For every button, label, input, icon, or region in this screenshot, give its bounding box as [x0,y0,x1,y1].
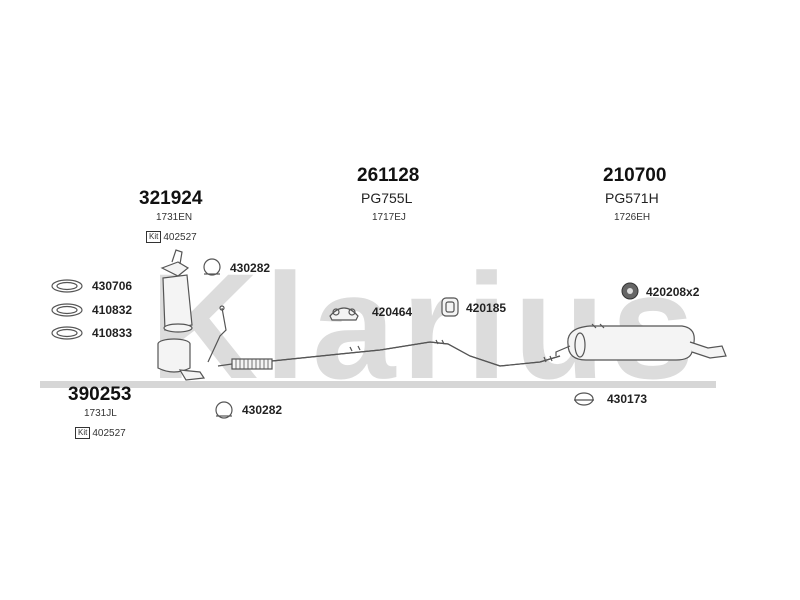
sub-code-1717ej: 1717EJ [372,212,406,223]
part-code-430282-bottom: 430282 [242,403,283,417]
part-code-430173: 430173 [607,392,648,406]
clamp-430173-icon [574,392,594,406]
gasket-ring-410832-icon [51,303,83,317]
clamp-430282-bottom-icon [215,401,233,419]
gasket-ring-430706-icon [51,279,83,293]
sub-code-1726eh: 1726EH [614,212,651,223]
part-number-261128: 261128 [357,165,420,186]
clamp-430282-top-icon [203,258,221,276]
model-code-pg571h: PG571H [605,190,659,206]
front-pipe-261128-icon [217,339,561,370]
part-code-420185: 420185 [466,301,507,315]
watermark-band [40,381,716,388]
kit-icon: Kit [75,427,91,439]
part-number-210700: 210700 [603,165,667,186]
part-code-420464: 420464 [372,305,413,319]
part-code-430282-top: 430282 [230,261,271,275]
part-code-410832: 410832 [92,303,133,317]
kit-number: 402527 [92,428,126,439]
hanger-420185-icon [441,297,459,317]
gasket-ring-410833-icon [51,326,83,340]
rear-silencer-210700-icon [555,323,727,361]
model-code-pg755l: PG755L [361,190,413,206]
mount-420208-icon [621,282,639,300]
sub-code-1731jl: 1731JL [84,408,117,419]
sub-code-1731en: 1731EN [156,212,193,223]
catalytic-converter-321924-icon [160,249,193,333]
sensor-wire [207,307,227,363]
part-number-321924: 321924 [139,188,203,209]
part-code-430706: 430706 [92,279,133,293]
kit-icon: Kit [146,231,162,243]
particulate-filter-390253-icon [157,338,206,381]
part-number-390253: 390253 [68,384,132,405]
kit-number: 402527 [163,232,197,243]
hanger-420464-icon [329,307,359,321]
part-code-410833: 410833 [92,326,133,340]
part-code-420208x2: 420208x2 [646,285,700,299]
